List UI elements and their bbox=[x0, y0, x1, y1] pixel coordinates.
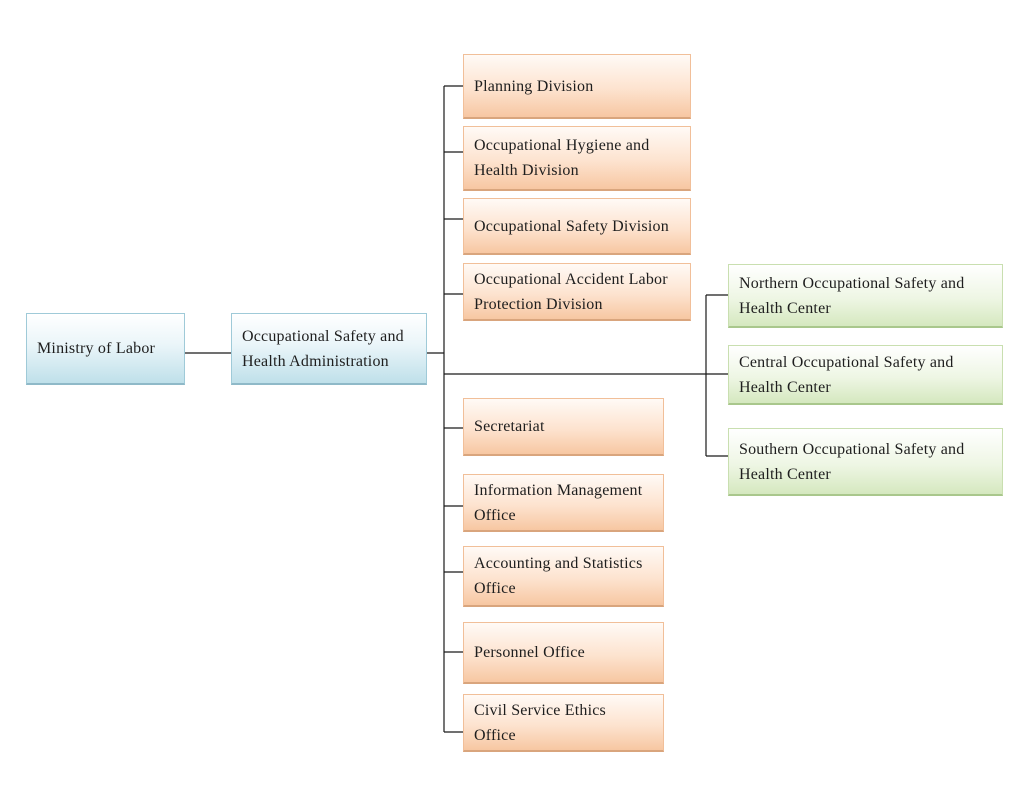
node-label: Central Occupational Safety and Health C… bbox=[739, 353, 954, 396]
node-label: Civil Service Ethics Office bbox=[474, 701, 606, 744]
node-label: Southern Occupational Safety and Health … bbox=[739, 440, 965, 483]
node-label: Accounting and Statistics Office bbox=[474, 555, 643, 597]
node-label: Occupational Hygiene and Health Division bbox=[474, 137, 650, 179]
node-division: Occupational Safety Division bbox=[463, 198, 691, 255]
node-label: Planning Division bbox=[474, 77, 594, 95]
node-office: Personnel Office bbox=[463, 622, 664, 684]
node-division: Occupational Hygiene and Health Division bbox=[463, 126, 691, 191]
node-office: Civil Service Ethics Office bbox=[463, 694, 664, 752]
node-division: Occupational Accident Labor Protection D… bbox=[463, 263, 691, 321]
node-label: Ministry of Labor bbox=[37, 340, 156, 357]
node-label: Information Management Office bbox=[474, 481, 643, 524]
node-osha: Occupational Safety and Health Administr… bbox=[231, 313, 427, 385]
node-office: Accounting and Statistics Office bbox=[463, 546, 664, 607]
node-center: Northern Occupational Safety and Health … bbox=[728, 264, 1003, 328]
node-label: Occupational Accident Labor Protection D… bbox=[474, 270, 668, 313]
node-label: Northern Occupational Safety and Health … bbox=[739, 274, 965, 317]
node-center: Central Occupational Safety and Health C… bbox=[728, 345, 1003, 405]
node-division: Planning Division bbox=[463, 54, 691, 119]
node-label: Secretariat bbox=[474, 418, 545, 435]
node-center: Southern Occupational Safety and Health … bbox=[728, 428, 1003, 496]
node-label: Occupational Safety and Health Administr… bbox=[242, 327, 404, 370]
node-label: Personnel Office bbox=[474, 644, 585, 661]
node-office: Information Management Office bbox=[463, 474, 664, 532]
node-ministry-of-labor: Ministry of Labor bbox=[26, 313, 185, 385]
node-label: Occupational Safety Division bbox=[474, 217, 669, 235]
node-office: Secretariat bbox=[463, 398, 664, 456]
